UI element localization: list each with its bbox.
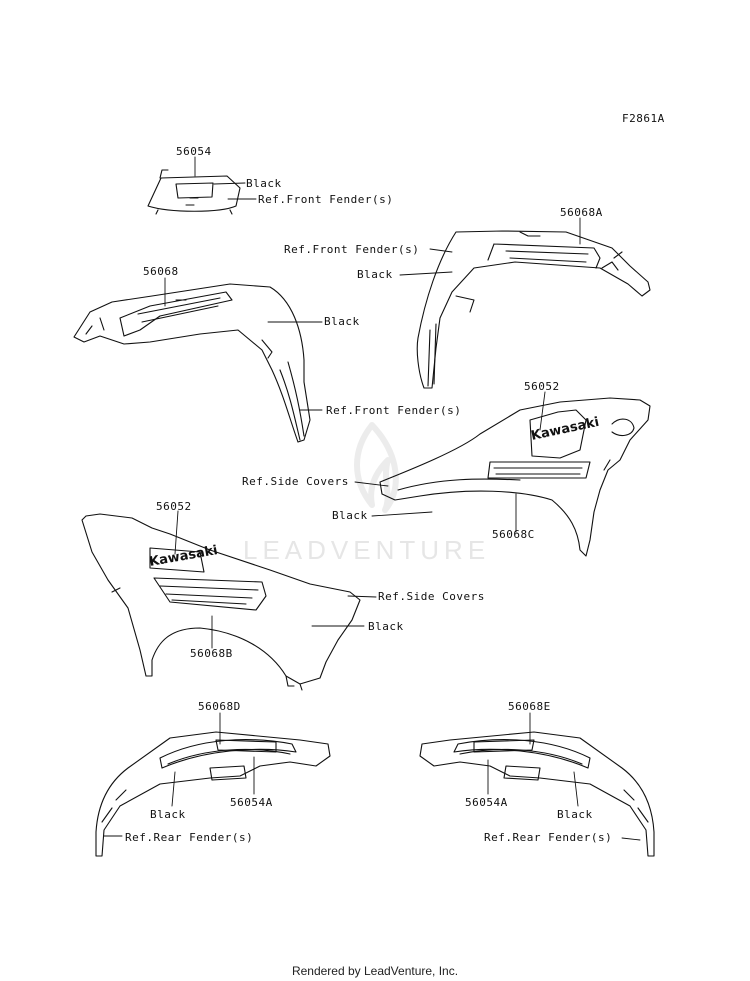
label-ref-side-covers: Ref.Side Covers [378, 590, 485, 603]
footer-credit: Rendered by LeadVenture, Inc. [291, 964, 459, 978]
label-56068c: 56068C [492, 528, 535, 541]
label-black: Black [246, 177, 282, 190]
label-black: Black [368, 620, 404, 633]
label-56068e: 56068E [508, 700, 551, 713]
label-ref-front-fender: Ref.Front Fender(s) [284, 243, 420, 256]
part-56068e-rear-fender-right [419, 731, 655, 857]
watermark-logo [354, 422, 399, 513]
label-black: Black [357, 268, 393, 281]
label-56068a: 56068A [560, 206, 603, 219]
label-56068b: 56068B [190, 647, 233, 660]
label-56054a: 56054A [230, 796, 273, 809]
label-black: Black [332, 509, 368, 522]
part-56068-front-fender-left [73, 283, 311, 443]
label-56054: 56054 [176, 145, 212, 158]
label-ref-rear-fender: Ref.Rear Fender(s) [484, 831, 613, 844]
part-56068d-rear-fender-left [95, 731, 331, 857]
part-56052-side-cover-right [379, 397, 651, 557]
label-ref-side-covers: Ref.Side Covers [242, 475, 349, 488]
label-ref-front-fender: Ref.Front Fender(s) [258, 193, 394, 206]
label-56052: 56052 [156, 500, 192, 513]
watermark-text: LEADVENTURE [243, 535, 491, 565]
label-56068d: 56068D [198, 700, 241, 713]
leader-lines [103, 156, 641, 841]
label-ref-rear-fender: Ref.Rear Fender(s) [125, 831, 254, 844]
label-56068: 56068 [143, 265, 179, 278]
part-56068a-front-fender-right [416, 230, 651, 389]
label-black: Black [150, 808, 186, 821]
label-black: Black [557, 808, 593, 821]
kawasaki-decal-left: Kawasaki [148, 543, 219, 570]
label-ref-front-fender: Ref.Front Fender(s) [326, 404, 462, 417]
label-56052: 56052 [524, 380, 560, 393]
figure-code: F2861A [622, 112, 665, 125]
label-56054a: 56054A [465, 796, 508, 809]
part-56052-side-cover-left [81, 513, 361, 691]
label-black: Black [324, 315, 360, 328]
part-56054-badge [147, 169, 241, 215]
